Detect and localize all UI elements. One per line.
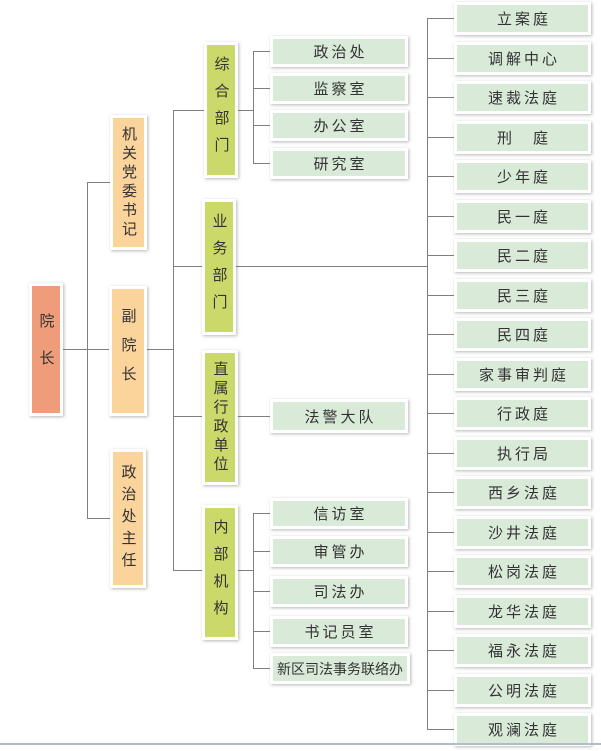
node-guanlan-tribunal: 观澜法庭 <box>454 713 591 746</box>
connector-line <box>253 163 270 164</box>
node-civil-division-4: 民四庭 <box>454 318 591 351</box>
connector-line <box>253 551 270 552</box>
node-fast-track-court: 速裁法庭 <box>454 81 591 114</box>
node-president: 院长 <box>29 283 63 416</box>
node-internal-organs: 内部机构 <box>202 505 238 640</box>
node-supervision-office: 监察室 <box>270 73 408 104</box>
connector-line <box>60 349 110 350</box>
node-songgang-tribunal: 松岗法庭 <box>454 555 591 588</box>
connector-line <box>253 125 270 126</box>
connector-line <box>253 51 270 52</box>
connector-line <box>427 255 454 256</box>
connector-line <box>427 216 454 217</box>
node-trial-management-office: 审管办 <box>270 536 408 567</box>
node-new-district-judicial-liaison-office: 新区司法事务联络办 <box>270 653 410 684</box>
connector-line <box>253 591 270 592</box>
node-clerk-office: 书记员室 <box>270 616 408 647</box>
node-longhua-tribunal: 龙华法庭 <box>454 595 591 628</box>
connector-line <box>238 110 253 111</box>
node-petition-office: 信访室 <box>270 498 408 529</box>
node-civil-division-1: 民一庭 <box>454 200 591 233</box>
trunk-line <box>427 18 428 729</box>
node-criminal-division: 刑 庭 <box>454 121 591 154</box>
connector-line <box>173 416 202 417</box>
connector-line <box>427 571 454 572</box>
connector-line <box>427 650 454 651</box>
node-mediation-center: 调解中心 <box>454 42 591 75</box>
connector-line <box>87 182 110 183</box>
node-research-office: 研究室 <box>270 148 408 179</box>
connector-line <box>427 611 454 612</box>
connector-line <box>147 349 173 350</box>
node-business-departments: 业务部门 <box>202 199 236 335</box>
node-enforcement-bureau: 执行局 <box>454 437 591 470</box>
node-bailiff-brigade: 法警大队 <box>270 399 408 433</box>
connector-line <box>427 492 454 493</box>
node-shajing-tribunal: 沙井法庭 <box>454 516 591 549</box>
connector-line <box>427 729 454 730</box>
bus-line-general <box>253 51 254 163</box>
node-general-departments: 综合部门 <box>204 42 238 178</box>
connector-line <box>173 110 204 111</box>
bus-line-level2 <box>87 182 88 518</box>
connector-line <box>427 58 454 59</box>
bus-line-internal <box>253 513 254 668</box>
connector-line <box>238 570 253 571</box>
connector-line <box>427 137 454 138</box>
bottom-border-rule <box>0 743 601 745</box>
connector-line <box>238 416 270 417</box>
node-political-office-director: 政治处主任 <box>110 449 146 588</box>
connector-line <box>253 88 270 89</box>
connector-line <box>427 690 454 691</box>
node-direct-admin-units: 直属行政单位 <box>202 350 238 485</box>
node-case-filing-division: 立案庭 <box>454 2 591 35</box>
connector-line <box>253 513 270 514</box>
connector-line <box>427 413 454 414</box>
node-xixiang-tribunal: 西乡法庭 <box>454 476 591 509</box>
node-family-trial-division: 家事审判庭 <box>454 358 591 391</box>
node-civil-division-2: 民二庭 <box>454 239 591 272</box>
connector-line <box>253 631 270 632</box>
node-judicial-office: 司法办 <box>270 576 408 607</box>
node-party-committee-secretary: 机关党委书记 <box>110 115 147 250</box>
connector-line <box>236 266 427 267</box>
node-gongming-tribunal: 公明法庭 <box>454 674 591 707</box>
node-vice-president: 副院长 <box>109 286 147 416</box>
node-juvenile-division: 少年庭 <box>454 160 591 193</box>
node-general-office: 办公室 <box>270 110 408 141</box>
node-administrative-division: 行政庭 <box>454 397 591 430</box>
connector-line <box>253 668 270 669</box>
connector-line <box>427 532 454 533</box>
connector-line <box>173 570 202 571</box>
bus-line-level3 <box>173 110 174 570</box>
connector-line <box>173 266 202 267</box>
connector-line <box>427 295 454 296</box>
connector-line <box>427 453 454 454</box>
node-civil-division-3: 民三庭 <box>454 279 591 312</box>
connector-line <box>427 176 454 177</box>
connector-line <box>427 18 454 19</box>
connector-line <box>427 334 454 335</box>
connector-line <box>427 374 454 375</box>
connector-line <box>87 518 110 519</box>
node-political-office: 政治处 <box>270 36 408 67</box>
node-fuyong-tribunal: 福永法庭 <box>454 634 591 667</box>
connector-line <box>427 97 454 98</box>
